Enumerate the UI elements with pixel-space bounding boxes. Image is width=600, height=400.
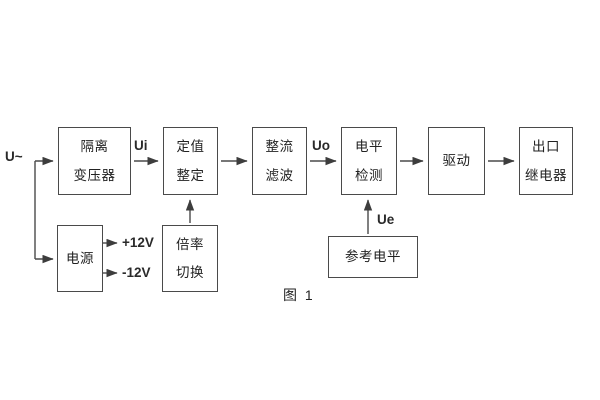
- block-ratio-switch: 倍率 切换: [162, 225, 218, 292]
- block-rectifier-filter: 整流 滤波: [252, 127, 307, 195]
- block-power-supply: 电源: [57, 225, 103, 292]
- signal-label-uo: Uo: [312, 138, 330, 153]
- rail-label-pos12v: +12V: [122, 235, 154, 250]
- block-reference-level: 参考电平: [328, 236, 418, 278]
- block-label: 变压器: [73, 167, 116, 183]
- block-output-relay: 出口 继电器: [519, 127, 573, 195]
- block-label: 继电器: [525, 167, 567, 183]
- signal-label-ui: Ui: [134, 138, 148, 153]
- figure-caption: 图 1: [283, 287, 315, 303]
- block-label: 定值: [176, 139, 205, 154]
- block-setpoint-adjust: 定值 整定: [163, 127, 218, 195]
- block-label: 电源: [66, 250, 94, 266]
- block-isolation-transformer: 隔离 变压器: [58, 127, 131, 195]
- block-label: 整定: [176, 167, 205, 183]
- rail-label-neg12v: -12V: [122, 265, 151, 280]
- block-label: 检测: [355, 167, 383, 183]
- signal-label-ue: Ue: [377, 212, 395, 227]
- input-voltage-label: U~: [5, 149, 23, 164]
- block-label: 隔离: [80, 139, 109, 154]
- block-label: 出口: [532, 139, 560, 154]
- block-label: 整流: [265, 139, 294, 154]
- block-label: 倍率: [176, 236, 204, 252]
- block-level-detect: 电平 检测: [341, 127, 397, 195]
- block-label: 参考电平: [345, 249, 401, 265]
- block-label: 电平: [355, 139, 383, 154]
- block-label: 滤波: [265, 167, 294, 183]
- block-driver: 驱动: [428, 127, 485, 195]
- block-label: 驱动: [442, 153, 471, 169]
- block-label: 切换: [176, 265, 204, 280]
